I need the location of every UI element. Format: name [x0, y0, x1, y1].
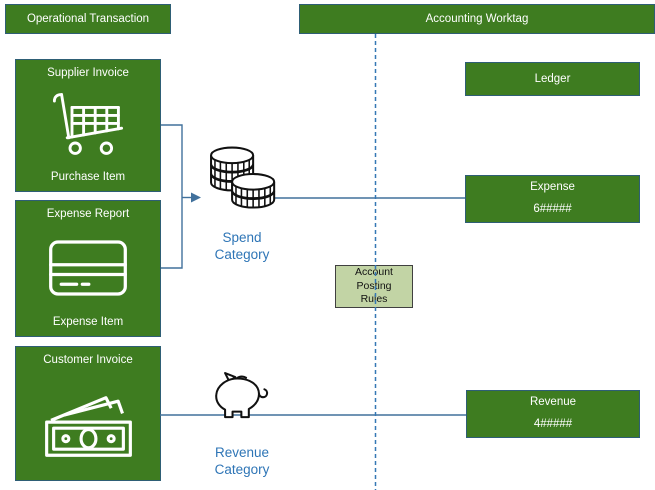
expense-item-label: Expense Item	[52, 316, 124, 328]
ledger-box: Ledger	[465, 62, 640, 96]
revenue-category-label: Revenue Category	[196, 444, 288, 478]
customer-invoice-box: Customer Invoice	[15, 346, 161, 481]
expense-box: Expense 6#####	[465, 175, 640, 223]
spend-category-line2: Category	[214, 247, 270, 262]
purchase-item-label: Purchase Item	[50, 171, 126, 183]
cash-icon	[43, 366, 134, 480]
expense-code: 6#####	[533, 203, 572, 215]
credit-card-icon	[47, 220, 129, 316]
expense-report-title: Expense Report	[46, 208, 130, 220]
customer-invoice-title: Customer Invoice	[43, 354, 133, 366]
expense-title: Expense	[530, 181, 575, 193]
account-posting-rules-line3: Rules	[360, 293, 388, 306]
supplier-invoice-title: Supplier Invoice	[47, 67, 129, 79]
supplier-invoice-box: Supplier Invoice Purchase Item	[15, 59, 161, 192]
expense-report-box: Expense Report Expense Item	[15, 200, 161, 337]
spend-category-label: Spend Category	[196, 229, 288, 263]
revenue-category-line1: Revenue	[214, 445, 270, 460]
coins-icon	[204, 146, 282, 218]
account-posting-rules-box: Account Posting Rules	[335, 265, 413, 308]
account-posting-rules-line1: Account	[355, 266, 393, 279]
header-accounting-worktag: Accounting Worktag	[299, 4, 655, 34]
supplier-expense-connector	[161, 124, 183, 269]
ledger-title: Ledger	[534, 73, 571, 85]
header-operational-transaction: Operational Transaction	[5, 4, 171, 34]
arrowhead-icon	[191, 192, 201, 203]
revenue-box: Revenue 4#####	[466, 390, 640, 438]
piggy-bank-icon	[206, 371, 274, 437]
spend-category-line1: Spend	[222, 230, 262, 245]
account-posting-rules-line2: Posting	[356, 279, 392, 292]
shopping-cart-icon	[48, 79, 128, 171]
revenue-category-line2: Category	[214, 462, 270, 477]
revenue-code: 4#####	[533, 418, 573, 430]
revenue-title: Revenue	[529, 396, 577, 408]
